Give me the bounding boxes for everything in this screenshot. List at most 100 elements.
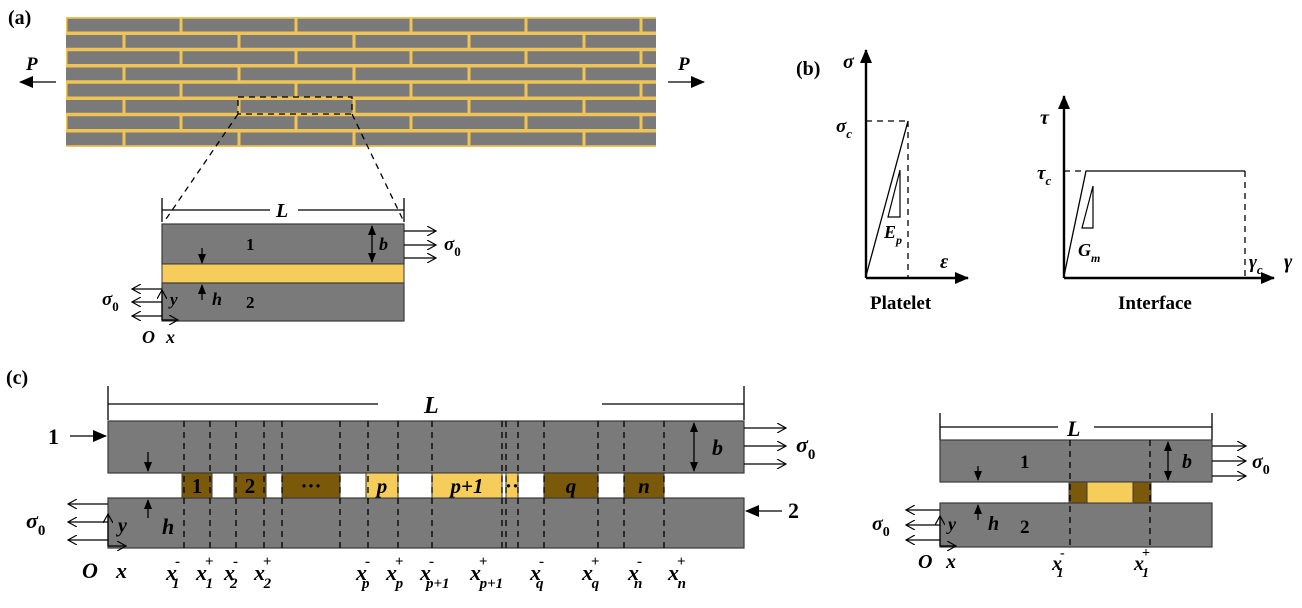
stress-right-label: σ0 <box>796 432 815 463</box>
brick <box>240 67 353 81</box>
segment-label: ·· <box>505 474 519 498</box>
brick <box>67 116 180 129</box>
brick <box>66 100 123 113</box>
brick <box>642 51 656 64</box>
brick <box>355 132 468 146</box>
thickness-label: b <box>379 234 388 254</box>
origin-label: O <box>82 558 98 583</box>
platelet-1-label: 1 <box>48 424 59 449</box>
platelet-caption: Platelet <box>870 293 932 314</box>
brick <box>412 83 525 97</box>
single-h-label: h <box>988 513 999 535</box>
boundary-coordinate-label: x+p <box>385 554 404 592</box>
interface-segment <box>623 472 665 499</box>
brick <box>642 18 656 32</box>
segment-label: 1 <box>192 474 203 498</box>
platelet-2 <box>161 282 405 322</box>
single-interface-end-right <box>1132 481 1152 504</box>
modulus-triangle <box>887 169 901 218</box>
segment-label: p+1 <box>449 474 484 498</box>
panel-c-label: (c) <box>6 367 28 389</box>
interface-curve <box>1063 170 1245 277</box>
single-stress-right-label: σ0 <box>1252 451 1270 478</box>
brick <box>125 100 238 113</box>
panel-b-label: (b) <box>796 58 820 80</box>
length-label: L <box>275 200 288 222</box>
brick <box>125 35 238 48</box>
brick <box>182 51 295 64</box>
interface-segment <box>365 472 399 499</box>
brick <box>585 67 656 81</box>
segment-label: n <box>638 474 650 498</box>
boundary-coordinate-label: x+2 <box>253 554 272 592</box>
boundary-coordinate-label: x-p <box>355 554 370 592</box>
gamma-c-label: γc <box>1249 252 1263 277</box>
brick <box>412 51 525 64</box>
zoom-line-right <box>351 113 405 223</box>
brick <box>182 83 295 97</box>
boundary-coordinate-label: x-q <box>529 554 544 592</box>
h-label: h <box>162 514 174 539</box>
interface-segment <box>505 472 519 499</box>
single-boundary-coordinate-label: x-1 <box>1051 546 1065 581</box>
single-platelet-1 <box>939 439 1213 483</box>
stress-left-label: σ0 <box>26 508 45 539</box>
modulus-label: Ep <box>883 222 902 247</box>
x-axis-label: x <box>115 558 127 583</box>
y-axis-label: y <box>116 515 127 537</box>
gamma-label: γ <box>1284 251 1293 273</box>
single-y-axis-label: y <box>946 514 957 534</box>
single-interface-end-left <box>1068 481 1088 504</box>
length-label: L <box>423 393 439 419</box>
tau-c-label: τc <box>1037 163 1051 188</box>
single-boundary-coordinate-labels: x-1 x+1 <box>1051 546 1150 581</box>
interface-segment <box>431 472 503 499</box>
zoomed-element: L 1 2 b h σ0 σ0 <box>102 198 461 347</box>
stress-right-label: σ0 <box>444 234 461 259</box>
interface-segment <box>233 472 267 499</box>
platelet-1 <box>161 223 405 265</box>
brick <box>66 132 123 146</box>
stress-left-label: σ0 <box>102 289 119 314</box>
bricks <box>66 18 656 146</box>
boundary-coordinate-label: x+n <box>667 554 686 592</box>
brick <box>412 116 525 129</box>
segment-label: q <box>566 474 577 498</box>
thickness-label: b <box>712 435 723 460</box>
load-label-right: P <box>677 54 690 75</box>
brick <box>642 83 656 97</box>
h-label: h <box>212 289 222 309</box>
panel-b: (b) σ σc ε Ep Platelet τ τc Gm γc <box>796 49 1293 314</box>
brick <box>297 18 410 32</box>
zoom-box <box>237 96 353 115</box>
boundary-coordinate-label: x-2 <box>223 554 238 592</box>
segment-label: ··· <box>300 474 321 498</box>
interface-caption: Interface <box>1118 293 1192 314</box>
tau-label: τ <box>1040 107 1050 129</box>
brick <box>642 116 656 129</box>
interface-layer <box>161 263 405 284</box>
x-axis-label: x <box>165 327 175 347</box>
platelet-2-label: 2 <box>788 498 799 523</box>
brick <box>585 100 656 113</box>
brick <box>470 67 583 81</box>
brick <box>470 100 583 113</box>
brick <box>125 67 238 81</box>
segment-label: p <box>375 474 388 498</box>
boundary-coordinate-label: x-n <box>627 554 642 592</box>
single-platelet-2 <box>939 502 1213 548</box>
elastic-line <box>865 120 909 277</box>
brick <box>297 83 410 97</box>
sigma-label: σ <box>843 51 855 73</box>
brick <box>527 83 640 97</box>
brick <box>125 132 238 146</box>
brick <box>182 116 295 129</box>
brick <box>297 116 410 129</box>
single-boundary-coordinate-label: x+1 <box>1133 546 1150 581</box>
single-interface-center <box>1086 481 1134 504</box>
y-axis-label: y <box>168 290 178 309</box>
brick <box>67 51 180 64</box>
shear-modulus-label: Gm <box>1078 240 1100 265</box>
panel-a-label: (a) <box>8 7 31 29</box>
